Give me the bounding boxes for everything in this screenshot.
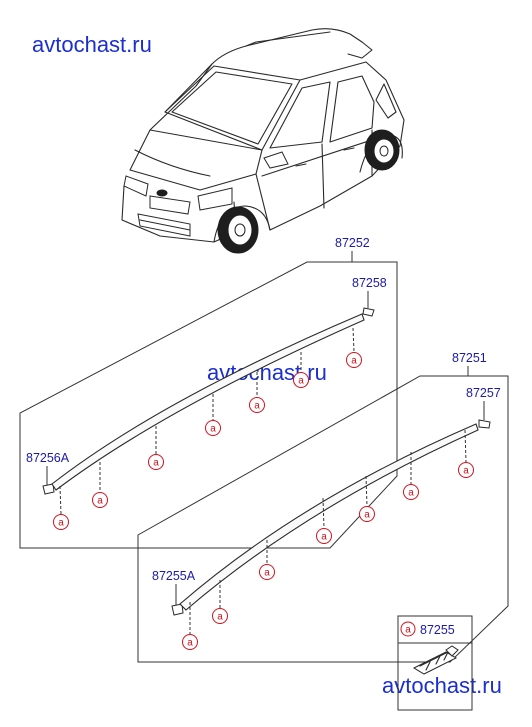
callout-circle [148,454,164,470]
label-87258: 87258 [352,276,387,290]
callout-circle [205,420,221,436]
callout-circle [53,514,69,530]
callout-leader [464,429,467,463]
label-87257: 87257 [466,386,501,400]
panel-left-outline [19,261,398,549]
callout-letter: a [210,424,216,435]
callout-circle [259,564,275,580]
callout-leader [352,327,355,353]
clip-87255-drawing [412,645,459,675]
callout-circle [458,462,474,478]
callout-leader [59,485,62,515]
clip-87255A-shape [171,603,184,616]
callout-letter: a [264,568,270,579]
callout-circle [182,634,198,650]
clip-87257-shape [478,419,491,429]
label-87255A: 87255A [152,569,196,583]
label-87256A-text: 87256A [26,451,70,465]
callout-circle [403,484,419,500]
legend-callout-circle [400,621,416,637]
panel-left-rail: 87252 87258 87256A [19,236,398,549]
callout-circle [92,492,108,508]
callout-letter: a [408,488,414,499]
callout-circle [293,372,309,388]
callout-group: a a a a a a a a a a a a a a [53,327,474,650]
legend-box: a 87255 [397,615,473,711]
callout-circle [359,506,375,522]
callout-letter: a [298,376,304,387]
callout-letter: a [364,510,370,521]
callout-letter: a [321,532,327,543]
callout-leader [365,475,368,507]
callout-letter: a [187,638,193,649]
watermark-top: avtochast.ru [32,32,152,57]
panel-right-rail: 87251 87257 87255A [137,351,509,663]
callout-circle [316,528,332,544]
legend-outline [397,615,473,711]
panel-right-outline [137,375,509,663]
car-illustration [121,28,405,254]
callout-letter: a [58,518,64,529]
callout-letter: a [463,466,469,477]
clip-87256A-shape [42,483,55,495]
callout-letter: a [97,496,103,507]
callout-letter: a [153,458,159,469]
callout-letter: a [351,356,357,367]
legend-callout-letter: a [405,625,411,636]
rail-87251-shape [179,423,479,611]
rail-87252-shape [51,313,365,491]
callout-letter: a [254,401,260,412]
clip-87258-shape [362,307,375,317]
watermark-bottom: avtochast.ru [382,673,502,698]
callout-letter: a [217,612,223,623]
callout-circle [346,352,362,368]
label-87251: 87251 [452,351,487,365]
callout-circle [212,608,228,624]
label-87255: 87255 [420,623,455,637]
callout-circle [249,397,265,413]
label-87252: 87252 [335,236,370,250]
callout-leader [322,497,325,529]
